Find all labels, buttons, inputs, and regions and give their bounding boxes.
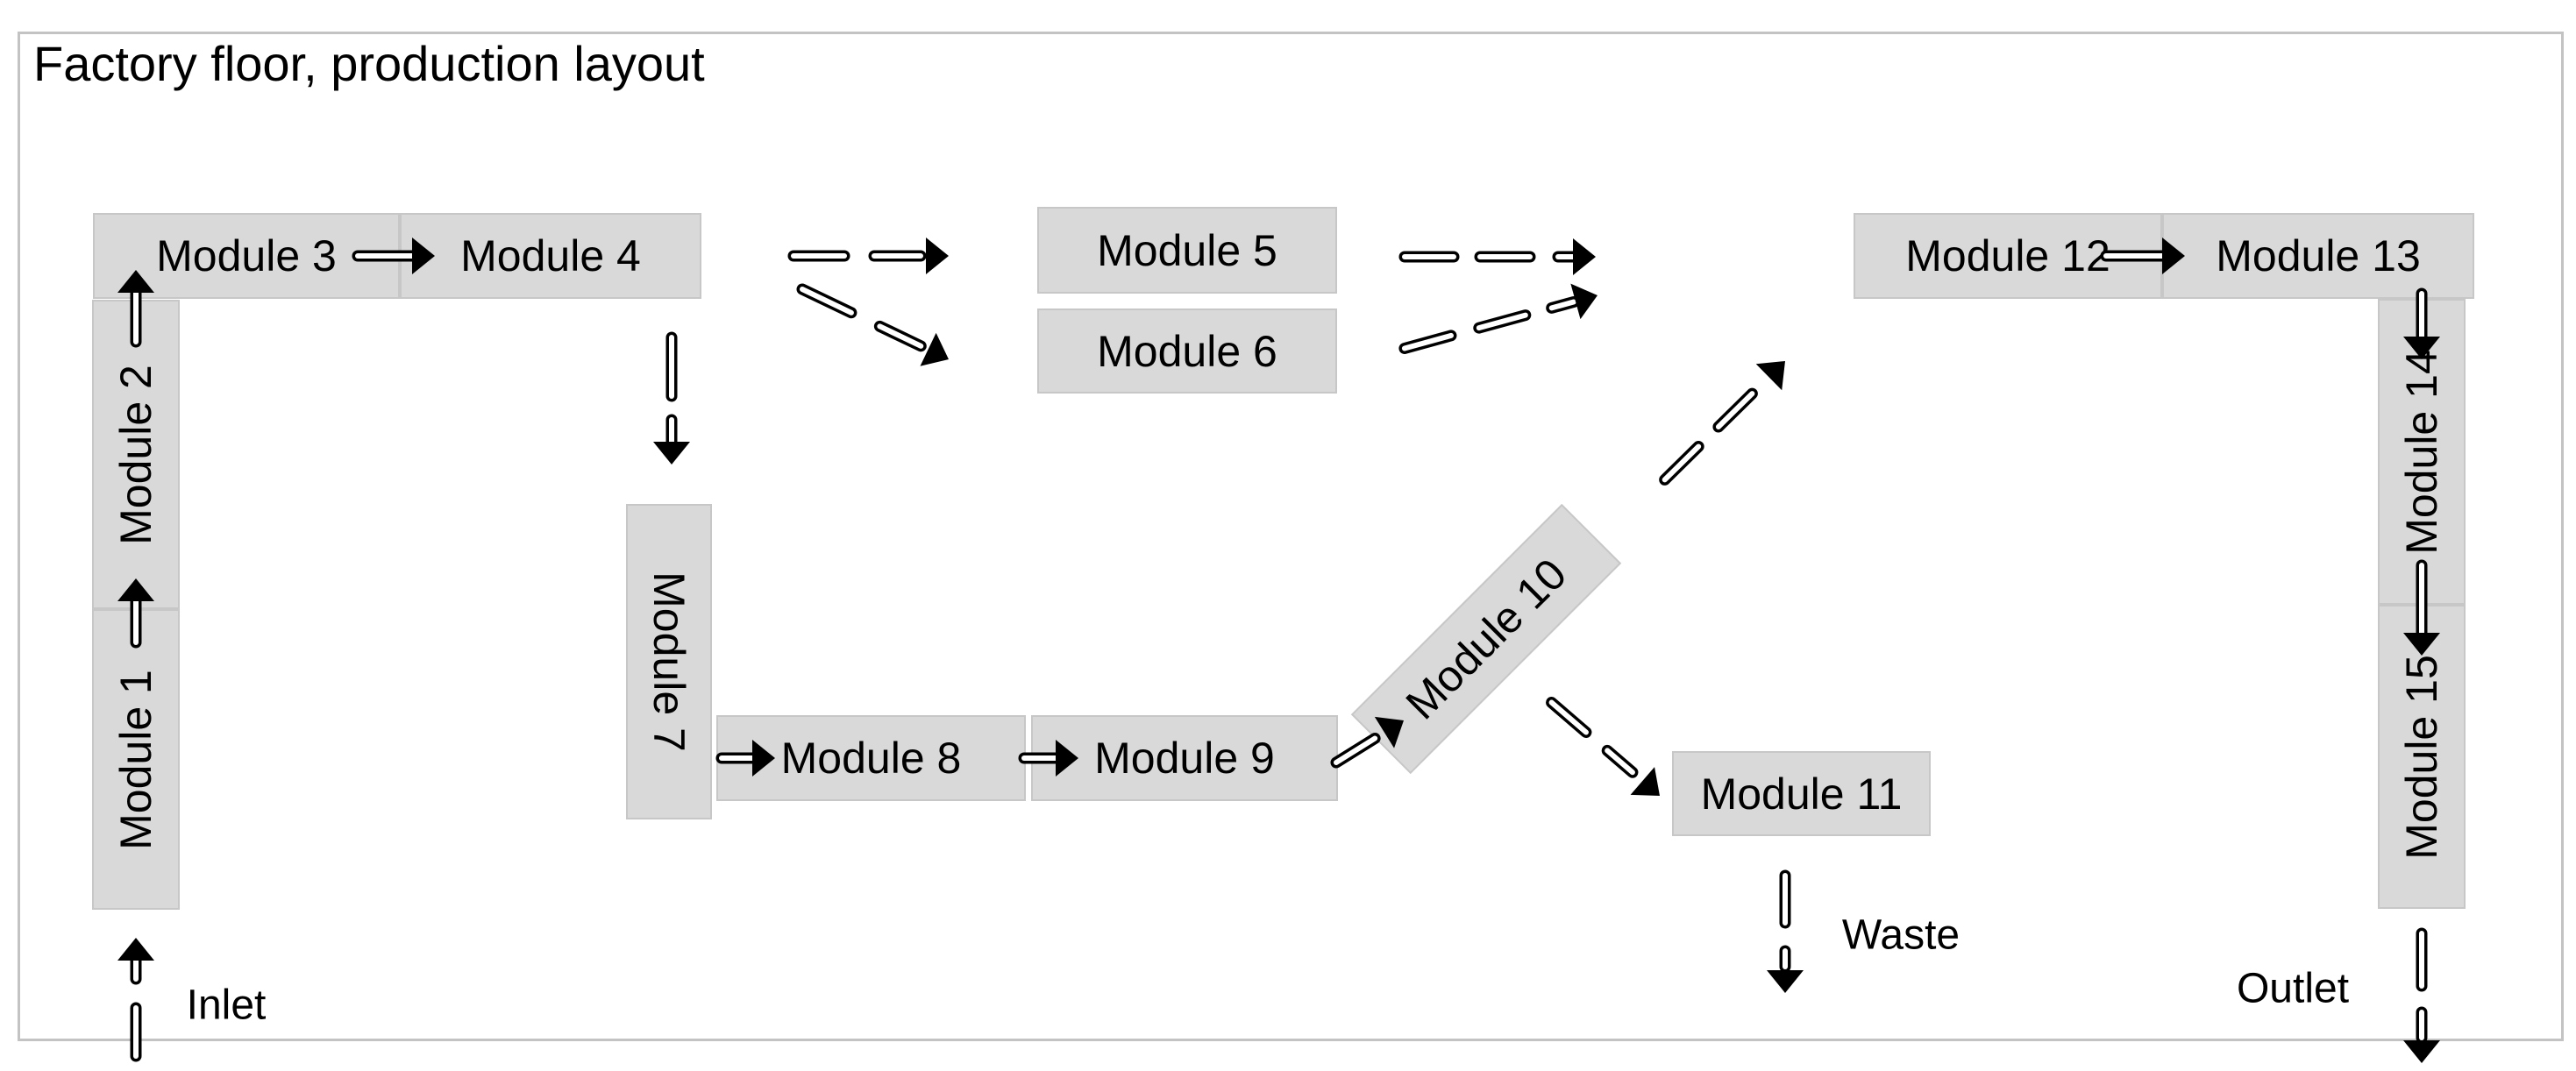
- module-label-1: Module 1: [111, 669, 161, 850]
- waste-label: Waste: [1841, 911, 1960, 959]
- module-box-5: Module 5: [1037, 207, 1337, 294]
- module-label-7: Module 7: [644, 571, 694, 752]
- inlet-label: Inlet: [186, 982, 267, 1029]
- module-label-12: Module 12: [1905, 231, 2110, 280]
- module-box-2: Module 2: [92, 300, 180, 609]
- module-label-14: Module 14: [2397, 349, 2446, 555]
- module-box-3: Module 3: [93, 213, 400, 299]
- module-label-3: Module 3: [156, 231, 337, 280]
- module-box-4: Module 4: [400, 213, 701, 299]
- module-label-9: Module 9: [1094, 734, 1275, 783]
- module-label-8: Module 8: [780, 734, 962, 783]
- diagram-title: Factory floor, production layout: [33, 36, 705, 91]
- module-box-11: Module 11: [1672, 751, 1931, 836]
- module-box-15: Module 15: [2378, 605, 2466, 909]
- module-box-9: Module 9: [1031, 715, 1338, 801]
- module-label-6: Module 6: [1097, 326, 1277, 376]
- outlet-label: Outlet: [2236, 965, 2350, 1012]
- module-box-7: Module 7: [626, 504, 712, 819]
- module-box-13: Module 13: [2162, 213, 2474, 299]
- module-box-1: Module 1: [92, 609, 180, 910]
- module-box-12: Module 12: [1854, 213, 2162, 299]
- diagram-border: [18, 32, 2564, 1041]
- module-label-4: Module 4: [460, 231, 641, 280]
- module-box-8: Module 8: [716, 715, 1026, 801]
- module-label-13: Module 13: [2216, 231, 2421, 280]
- module-label-11: Module 11: [1700, 769, 1903, 819]
- module-label-5: Module 5: [1097, 225, 1277, 275]
- module-box-14: Module 14: [2378, 299, 2466, 605]
- module-label-15: Module 15: [2397, 654, 2446, 860]
- module-box-6: Module 6: [1037, 309, 1337, 394]
- module-label-2: Module 2: [111, 364, 161, 545]
